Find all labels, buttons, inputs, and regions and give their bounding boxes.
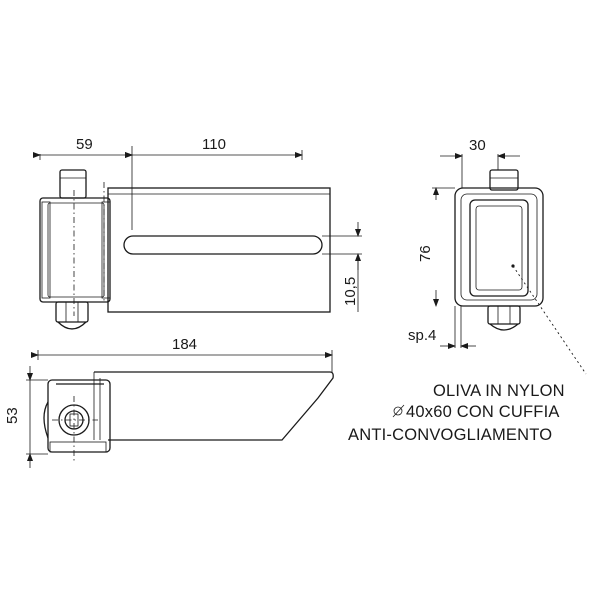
dimension-184-label: 184 (172, 336, 197, 353)
dimension-110-label: 110 (202, 136, 226, 153)
dimension-10-5-label: 10,5 (342, 277, 359, 306)
front-view: 59 110 10,5 (33, 136, 362, 330)
plan-view: 184 53 (4, 336, 334, 468)
dimension-76-label: 76 (417, 245, 434, 262)
side-axle-nut (487, 305, 521, 325)
note-line-1: OLIVA IN NYLON (433, 382, 565, 400)
side-view: 30 76 sp.4 (408, 137, 587, 375)
side-axle-stub (489, 169, 519, 191)
dimension-53-label: 53 (4, 407, 21, 424)
roller-plan (47, 379, 111, 453)
axle-stub-top (59, 169, 87, 199)
dimension-30-label: 30 (469, 137, 486, 154)
dimension-59-label: 59 (76, 136, 93, 153)
part-note: OLIVA IN NYLON 40x60 CON CUFFIA ANTI-CON… (348, 382, 565, 444)
note-line-3: ANTI-CONVOGLIAMENTO (348, 426, 552, 444)
nylon-roller (469, 199, 529, 297)
note-line-2: 40x60 CON CUFFIA (406, 403, 560, 421)
sp-thickness-label: sp.4 (408, 327, 436, 344)
diameter-icon (392, 404, 405, 418)
roller-housing (39, 197, 111, 303)
axle-nut-bottom (55, 301, 89, 323)
leader-line (512, 265, 587, 375)
bracket-profile (94, 371, 334, 441)
bracket-plate (107, 187, 331, 313)
slot-hole (123, 235, 323, 255)
